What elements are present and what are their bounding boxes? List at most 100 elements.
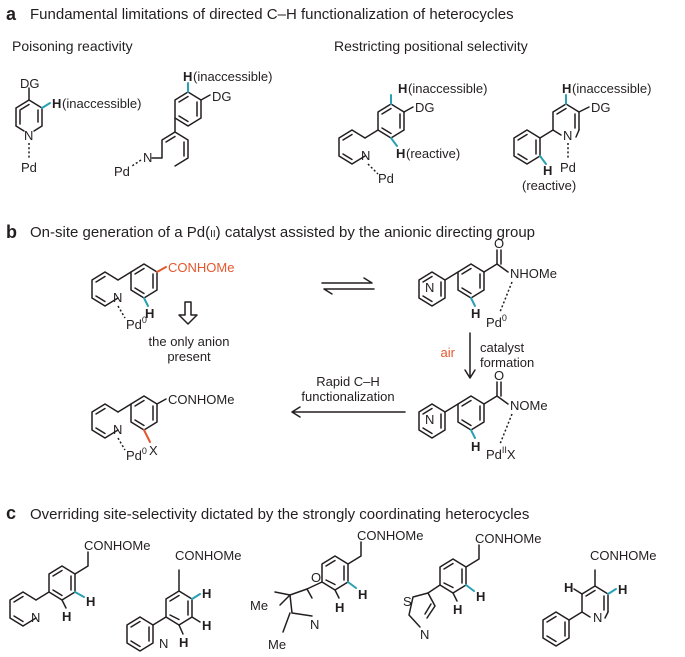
poisoning-label: Poisoning reactivity — [12, 38, 133, 54]
h-label-2: H — [564, 580, 573, 595]
substrate-c5: CONHOMe H H N — [542, 548, 656, 647]
n-label: N — [420, 627, 429, 642]
me-label-2: Me — [268, 637, 286, 652]
n-label: N — [159, 636, 168, 651]
h-bot-label: H — [396, 146, 405, 161]
n-label: N — [563, 128, 572, 143]
conhome-label: CONHOMe — [590, 548, 656, 563]
catalyst-line2: formation — [480, 355, 534, 370]
left-arrow-icon — [291, 406, 406, 418]
h-label-3: H — [179, 635, 188, 650]
h-label: H — [183, 69, 192, 84]
substrate-c2: CONHOMe H H H N — [126, 548, 241, 652]
air-label: air — [441, 345, 456, 360]
h-label-1: H — [202, 586, 211, 601]
n-label: N — [425, 412, 434, 427]
conhome-label: CONHOMe — [168, 392, 234, 407]
anion-note-line2: present — [167, 349, 211, 364]
o-label: O — [494, 368, 504, 383]
panel-b-letter: b — [6, 222, 17, 242]
h-top-note: (inaccessible) — [408, 81, 487, 96]
o-label: O — [494, 236, 504, 251]
n-label: N — [593, 610, 602, 625]
down-arrow-icon — [464, 332, 476, 379]
structure-a2: H (inaccessible) DG N Pd — [114, 69, 272, 179]
dg-label: DG — [591, 100, 611, 115]
conhome-label: CONHOMe — [84, 538, 150, 553]
substrate-c4: CONHOMe H H S N — [403, 531, 541, 642]
pd-label: Pd — [21, 160, 37, 175]
dg-label: DG — [415, 100, 435, 115]
panel-a: a Fundamental limitations of directed C–… — [6, 4, 651, 193]
h-label: H — [52, 96, 61, 111]
h-label: H — [471, 306, 480, 321]
pd-label: Pd0 — [486, 313, 507, 330]
h-bot-label: H — [543, 163, 552, 178]
o-label: O — [311, 570, 321, 585]
panel-c-letter: c — [6, 503, 16, 523]
nome-label: NOMe — [510, 398, 548, 413]
conhome-label: CONHOMe — [475, 531, 541, 546]
n-label: N — [310, 617, 319, 632]
functionalization-step: Rapid C–H functionalization — [291, 374, 406, 418]
structure-a4: H (inaccessible) DG N H Pd (reactive) — [513, 81, 651, 193]
h-label: H — [145, 306, 154, 321]
panel-c-title: Overriding site-selectivity dictated by … — [30, 506, 529, 523]
h-top-label: H — [398, 81, 407, 96]
pd-label: Pd0 — [126, 446, 147, 463]
dg-label: DG — [20, 76, 40, 91]
catalyst-formation-step: air catalyst formation — [441, 332, 534, 379]
conhome-label: CONHOMe — [175, 548, 241, 563]
h-top-note: (inaccessible) — [572, 81, 651, 96]
conhome-label: CONHOMe — [168, 260, 234, 275]
equilibrium-arrows-icon — [321, 277, 375, 295]
s-label: S — [403, 594, 412, 609]
substrate-c3: CONHOMe H H O N Me Me — [250, 528, 423, 652]
h-label: H — [471, 439, 480, 454]
pd-label: Pd — [560, 160, 576, 175]
molecule-b2: O NHOMe N H Pd0 — [418, 236, 557, 330]
h-note: (inaccessible) — [62, 96, 141, 111]
n-label: N — [31, 610, 40, 625]
catalyst-line1: catalyst — [480, 340, 524, 355]
rapid-line1: Rapid C–H — [316, 374, 380, 389]
reactive-note: (reactive) — [522, 178, 576, 193]
n-label: N — [113, 290, 122, 305]
pd-label: Pd — [378, 171, 394, 186]
h-label-1: H — [86, 594, 95, 609]
n-label: N — [425, 280, 434, 295]
n-label: N — [24, 128, 33, 143]
selectivity-label: Restricting positional selectivity — [334, 38, 528, 54]
h-label-2: H — [202, 618, 211, 633]
structure-a1: DG H (inaccessible) N Pd — [15, 76, 141, 175]
rapid-line2: functionalization — [301, 389, 394, 404]
pd-label: Pd0 — [126, 315, 147, 332]
dg-label: DG — [212, 89, 232, 104]
n-label: N — [361, 148, 370, 163]
h-label-2: H — [453, 602, 462, 617]
h-label-1: H — [476, 589, 485, 604]
n-label: N — [113, 422, 122, 437]
h-label-1: H — [358, 587, 367, 602]
molecule-b1: CONHOMe N Pd0 H — [91, 260, 234, 332]
substrate-c1: CONHOMe H H N — [9, 538, 150, 627]
h-note: (inaccessible) — [193, 69, 272, 84]
h-label-2: H — [62, 609, 71, 624]
pd-label: Pd — [114, 164, 130, 179]
hollow-down-arrow-icon — [178, 301, 198, 325]
anion-note: the only anion present — [149, 301, 230, 364]
molecule-b3: O NOMe N H PdIIX — [418, 368, 548, 462]
panel-b-title: On-site generation of a Pd(II) catalyst … — [30, 224, 535, 241]
panel-a-title: Fundamental limitations of directed C–H … — [30, 6, 514, 23]
panel-c: c Overriding site-selectivity dictated b… — [6, 503, 656, 652]
structure-a3: H (inaccessible) DG H (reactive) N Pd — [338, 81, 487, 186]
nhome-label: NHOMe — [510, 266, 557, 281]
anion-note-line1: the only anion — [149, 334, 230, 349]
molecule-b4: CONHOMe N Pd0 X — [91, 392, 234, 463]
panel-a-letter: a — [6, 4, 17, 24]
pd-label: PdIIX — [486, 445, 516, 462]
h-label-1: H — [618, 582, 627, 597]
conhome-label: CONHOMe — [357, 528, 423, 543]
x-label: X — [149, 443, 158, 458]
